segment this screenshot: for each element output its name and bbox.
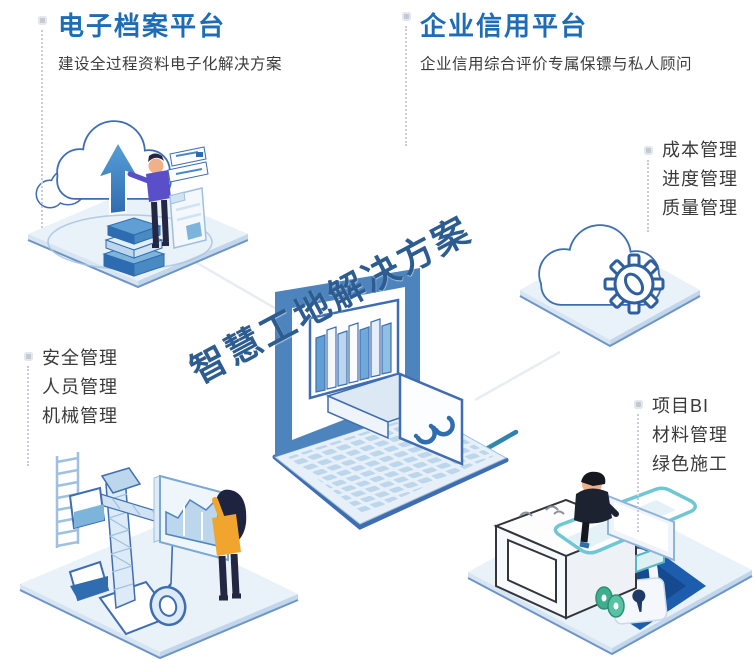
electronic-archive-heading: 电子档案平台 <box>58 11 227 41</box>
square-bullet-icon <box>24 352 33 361</box>
management-right-list: 成本管理 进度管理 质量管理 <box>662 136 738 223</box>
square-bullet-icon <box>644 146 653 155</box>
hoisted-load <box>149 585 187 627</box>
drawer-front-panel <box>398 372 464 466</box>
list-item: 质量管理 <box>662 198 738 218</box>
board-area-chart <box>165 496 219 547</box>
enterprise-credit-label: 企业信用平台 企业信用综合评价专属保镖与私人顾问 <box>420 6 692 74</box>
management-lower-right-list: 项目BI 材料管理 绿色施工 <box>652 392 728 479</box>
enterprise-credit-subtitle: 企业信用综合评价专属保镖与私人顾问 <box>420 56 693 73</box>
enterprise-credit-heading: 企业信用平台 <box>420 11 589 41</box>
chart-board <box>153 474 229 562</box>
folder-files <box>315 318 392 393</box>
seated-person <box>574 471 619 549</box>
document-card <box>169 187 207 249</box>
faint-link-right <box>474 350 561 402</box>
floating-documents <box>167 146 209 183</box>
square-bullet-icon <box>634 400 643 409</box>
green-gear-icon <box>595 586 625 618</box>
laptop-user-group <box>553 471 697 562</box>
dotted-connector-line <box>647 160 649 232</box>
dotted-connector-line <box>41 30 43 228</box>
list-item: 材料管理 <box>652 425 728 445</box>
cloud-gear-illustration <box>512 212 717 367</box>
list-item: 成本管理 <box>662 140 738 160</box>
archive-drawer <box>308 298 464 466</box>
list-item: 绿色施工 <box>652 454 728 474</box>
person-figure <box>127 153 171 248</box>
laptop-archive-drawer-illustration <box>248 246 513 546</box>
list-item: 机械管理 <box>42 406 118 426</box>
list-item: 安全管理 <box>42 348 118 368</box>
secure-data-lock-illustration <box>458 438 756 666</box>
dotted-connector-line <box>637 414 639 532</box>
list-item: 项目BI <box>652 396 710 416</box>
list-item: 人员管理 <box>42 377 118 397</box>
electronic-archive-subtitle: 建设全过程资料电子化解决方案 <box>58 56 283 73</box>
square-bullet-icon <box>38 16 47 25</box>
tower-crane-illustration <box>8 448 300 666</box>
electronic-archive-label: 电子档案平台 建设全过程资料电子化解决方案 <box>58 6 282 74</box>
dotted-connector-line <box>27 366 29 466</box>
dotted-connector-line <box>405 26 407 146</box>
laptop-base-edge <box>272 454 509 530</box>
gear-icon <box>603 253 665 315</box>
person-figure <box>212 489 247 601</box>
list-item: 进度管理 <box>662 169 738 189</box>
management-left-list: 安全管理 人员管理 机械管理 <box>42 344 118 431</box>
square-bullet-icon <box>402 12 411 21</box>
upload-arrow-icon <box>95 139 141 216</box>
cloud-upload-illustration <box>18 92 249 302</box>
